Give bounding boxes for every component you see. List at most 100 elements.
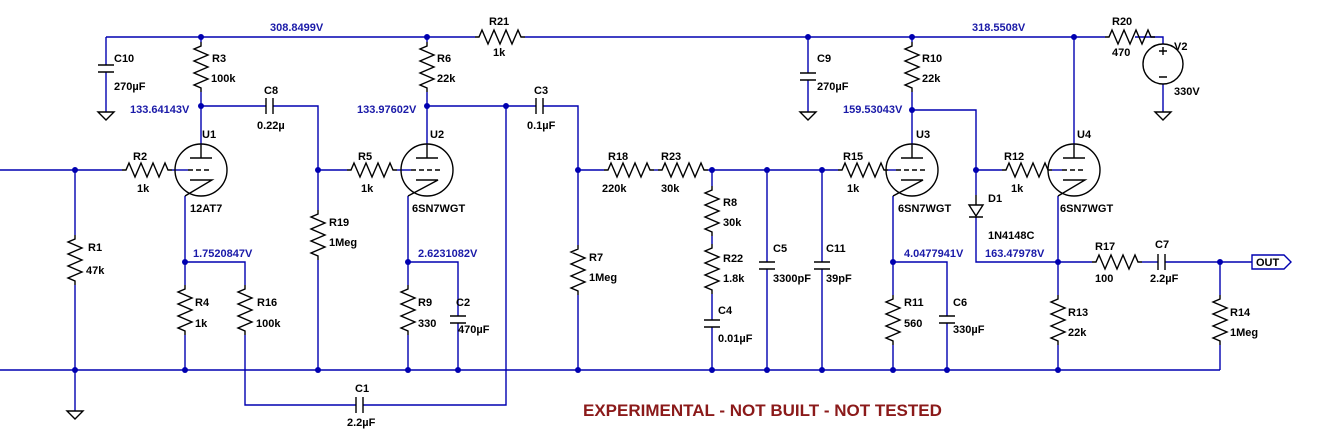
label-u4-name: U4 bbox=[1077, 129, 1092, 141]
label-c7-name: C7 bbox=[1155, 239, 1169, 251]
label-c10-name: C10 bbox=[114, 53, 134, 65]
label-r6-value: 22k bbox=[437, 73, 456, 85]
label-c3-name: C3 bbox=[534, 85, 548, 97]
label-r2-name: R2 bbox=[133, 151, 147, 163]
voltage-u2-plate: 133.97602V bbox=[357, 104, 417, 116]
capacitor-c2 bbox=[450, 315, 466, 324]
voltage-u1-plate: 133.64143V bbox=[130, 104, 190, 116]
tube-u3 bbox=[885, 143, 939, 197]
label-c9-name: C9 bbox=[817, 53, 831, 65]
label-r3-name: R3 bbox=[212, 53, 226, 65]
label-r19-value: 1Meg bbox=[329, 237, 357, 249]
label-r5-name: R5 bbox=[358, 151, 372, 163]
resistor-r11 bbox=[885, 294, 901, 346]
label-r19-name: R19 bbox=[329, 217, 349, 229]
label-u1-value: 12AT7 bbox=[190, 203, 222, 215]
resistor-r23 bbox=[657, 162, 709, 178]
label-c11-name: C11 bbox=[826, 243, 846, 255]
resistor-r17 bbox=[1091, 254, 1143, 270]
resistor-r13 bbox=[1050, 294, 1066, 346]
label-u3-name: U3 bbox=[916, 129, 930, 141]
label-r5-value: 1k bbox=[361, 183, 374, 195]
voltage-u4-cathode: 163.47978V bbox=[985, 248, 1045, 260]
label-c6-value: 330µF bbox=[953, 324, 985, 336]
label-r12-name: R12 bbox=[1004, 151, 1024, 163]
voltage-b-left: 308.8499V bbox=[270, 22, 324, 34]
label-r17-value: 100 bbox=[1095, 273, 1113, 285]
label-r13-name: R13 bbox=[1068, 307, 1088, 319]
label-r3-value: 100k bbox=[211, 73, 236, 85]
capacitor-c7 bbox=[1157, 254, 1166, 270]
resistor-r18 bbox=[603, 162, 655, 178]
tube-u1 bbox=[174, 143, 228, 197]
label-c2-value: 470µF bbox=[458, 324, 490, 336]
label-r22-name: R22 bbox=[723, 253, 743, 265]
label-r4-name: R4 bbox=[195, 297, 210, 309]
label-r22-value: 1.8k bbox=[723, 273, 745, 285]
resistor-r6 bbox=[419, 41, 435, 93]
voltage-u3-plate: 159.53043V bbox=[843, 104, 903, 116]
label-r9-value: 330 bbox=[418, 318, 436, 330]
resistor-r15 bbox=[837, 162, 889, 178]
resistor-r19 bbox=[310, 209, 326, 261]
label-d1-name: D1 bbox=[988, 193, 1002, 205]
label-r13-value: 22k bbox=[1068, 327, 1087, 339]
label-r21-name: R21 bbox=[489, 16, 509, 28]
tube-u2 bbox=[400, 143, 454, 197]
label-r14-value: 1Meg bbox=[1230, 327, 1258, 339]
label-r2-value: 1k bbox=[137, 183, 150, 195]
label-r9-name: R9 bbox=[418, 297, 432, 309]
label-u4-value: 6SN7WGT bbox=[1060, 203, 1113, 215]
junctions bbox=[72, 34, 1223, 373]
resistor-r4 bbox=[177, 284, 193, 336]
label-c11-value: 39pF bbox=[826, 273, 852, 285]
resistor-r8 bbox=[704, 185, 720, 237]
label-c8-value: 0.22µ bbox=[257, 120, 285, 132]
voltage-source-v2 bbox=[1142, 43, 1184, 85]
label-r10-name: R10 bbox=[922, 53, 942, 65]
resistor-r5 bbox=[346, 162, 398, 178]
label-r16-name: R16 bbox=[257, 297, 277, 309]
label-r6-name: R6 bbox=[437, 53, 451, 65]
label-d1-value: 1N4148C bbox=[988, 230, 1035, 242]
tube-u4 bbox=[1047, 143, 1101, 197]
label-r10-value: 22k bbox=[922, 73, 941, 85]
label-r21-value: 1k bbox=[493, 47, 506, 59]
label-c1-value: 2.2µF bbox=[347, 417, 376, 429]
label-u2-name: U2 bbox=[430, 129, 444, 141]
resistor-r7 bbox=[570, 244, 586, 296]
label-c5-value: 3300pF bbox=[773, 273, 811, 285]
label-r15-name: R15 bbox=[843, 151, 863, 163]
warning-note: EXPERIMENTAL - NOT BUILT - NOT TESTED bbox=[583, 401, 942, 420]
label-r23-value: 30k bbox=[661, 183, 680, 195]
voltage-u1-cathode: 1.7520847V bbox=[193, 248, 253, 260]
resistor-r1 bbox=[67, 234, 83, 286]
voltage-u3-cathode: 4.0477941V bbox=[904, 248, 964, 260]
label-r8-name: R8 bbox=[723, 197, 737, 209]
resistor-r9 bbox=[400, 284, 416, 336]
voltage-b-right: 318.5508V bbox=[972, 22, 1026, 34]
resistor-r12 bbox=[1001, 162, 1053, 178]
label-r11-name: R11 bbox=[904, 297, 924, 309]
label-r14-name: R14 bbox=[1230, 307, 1251, 319]
component-labels: R1 47k R2 1k R3 100k R4 1k R5 1k R6 22k … bbox=[86, 16, 1258, 429]
capacitor-c10 bbox=[98, 64, 114, 73]
label-r12-value: 1k bbox=[1011, 183, 1024, 195]
label-r1-value: 47k bbox=[86, 265, 105, 277]
label-u2-value: 6SN7WGT bbox=[412, 203, 465, 215]
label-r11-value: 560 bbox=[904, 318, 922, 330]
resistor-r10 bbox=[904, 41, 920, 93]
ground-symbol bbox=[1154, 105, 1172, 121]
ground-symbol bbox=[799, 105, 817, 121]
label-r1-name: R1 bbox=[88, 242, 102, 254]
capacitor-c5 bbox=[759, 261, 775, 270]
resistor-r16 bbox=[237, 284, 253, 336]
resistor-r21 bbox=[474, 29, 526, 45]
capacitor-c1 bbox=[355, 397, 364, 413]
label-r18-name: R18 bbox=[608, 151, 628, 163]
label-c4-value: 0.01µF bbox=[718, 333, 753, 345]
label-r4-value: 1k bbox=[195, 318, 208, 330]
label-r7-name: R7 bbox=[589, 252, 603, 264]
capacitor-c8 bbox=[265, 98, 274, 114]
resistor-r2 bbox=[121, 162, 173, 178]
